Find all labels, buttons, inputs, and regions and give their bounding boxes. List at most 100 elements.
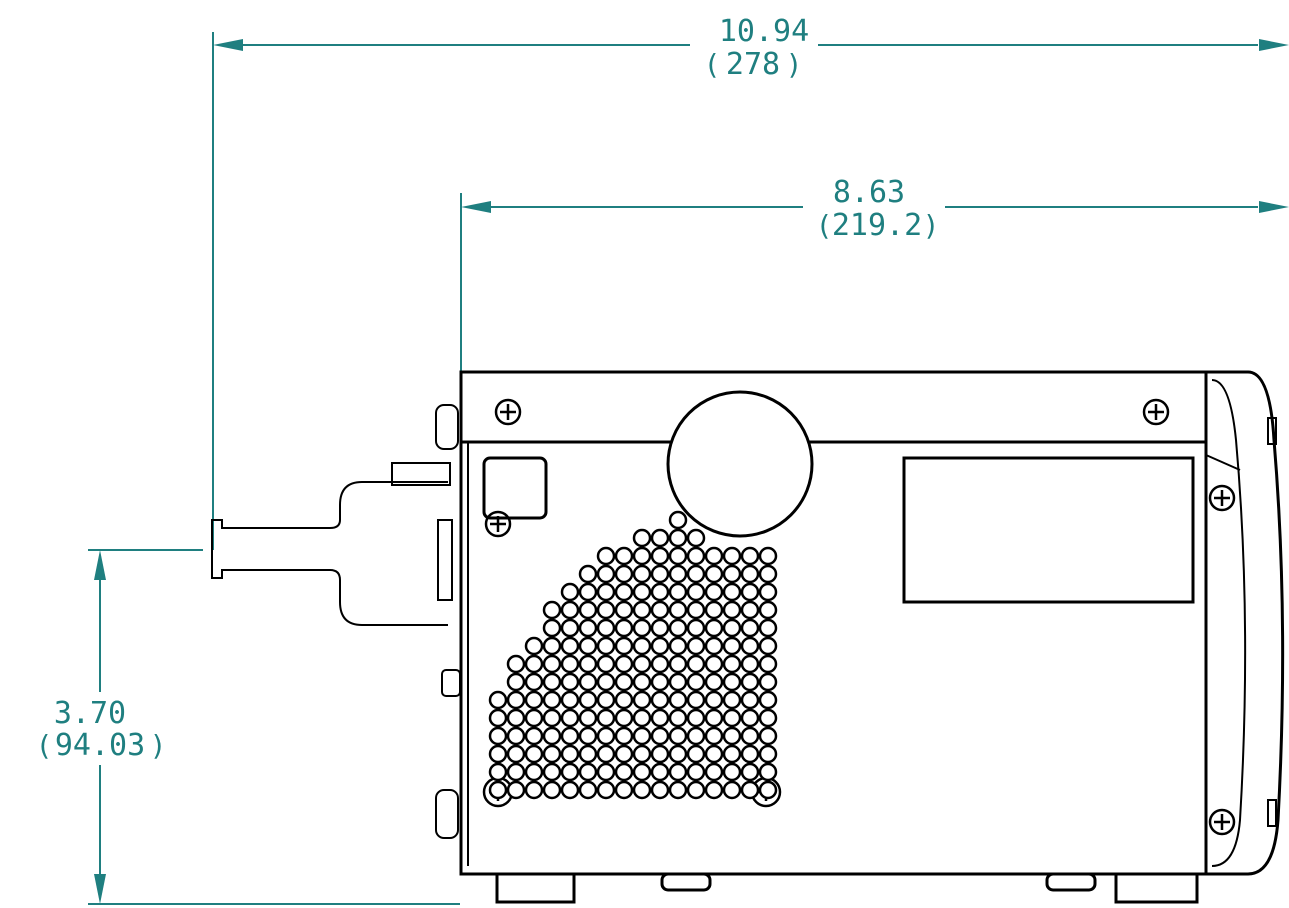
vent-hole bbox=[722, 744, 742, 764]
vent-hole bbox=[686, 744, 706, 764]
vent-hole bbox=[488, 708, 508, 728]
vent-hole bbox=[686, 726, 706, 746]
screw-port bbox=[484, 510, 512, 538]
vent-hole bbox=[686, 636, 706, 656]
vent-hole bbox=[632, 726, 652, 746]
vent-hole bbox=[524, 780, 544, 800]
vent-hole bbox=[632, 528, 652, 548]
vent-hole bbox=[614, 708, 634, 728]
vent-hole bbox=[740, 618, 760, 638]
dimension-body-width bbox=[460, 193, 1289, 372]
vent-hole bbox=[668, 762, 688, 782]
vent-hole bbox=[596, 708, 616, 728]
vent-hole bbox=[704, 564, 724, 584]
vent-hole bbox=[560, 582, 580, 602]
arrow-head-top bbox=[94, 550, 106, 580]
vent-hole bbox=[542, 600, 562, 620]
vent-hole bbox=[650, 528, 670, 548]
vent-hole bbox=[668, 744, 688, 764]
side-connector bbox=[391, 462, 451, 486]
vent-hole bbox=[542, 672, 562, 692]
vent-hole bbox=[704, 744, 724, 764]
height-close-paren: ) bbox=[150, 729, 167, 762]
vent-hole bbox=[704, 636, 724, 656]
vent-hole bbox=[614, 672, 634, 692]
vent-hole bbox=[542, 780, 562, 800]
vent-hole bbox=[614, 744, 634, 764]
vent-hole bbox=[506, 672, 526, 692]
height-mm: 94.03 bbox=[55, 728, 145, 763]
overall-width-mm: 278 bbox=[726, 47, 780, 82]
vent-hole bbox=[542, 708, 562, 728]
vent-hole bbox=[560, 654, 580, 674]
vent-hole bbox=[740, 600, 760, 620]
vent-hole bbox=[488, 726, 508, 746]
vent-hole bbox=[686, 780, 706, 800]
end-cap-tab-top bbox=[1267, 417, 1277, 445]
vent-hole bbox=[740, 708, 760, 728]
port-square bbox=[482, 456, 548, 520]
end-cap-inner bbox=[1211, 379, 1247, 867]
vent-hole bbox=[668, 654, 688, 674]
foot-mid-left bbox=[660, 872, 712, 892]
foot-right bbox=[1114, 872, 1199, 904]
vent-hole bbox=[668, 528, 688, 548]
vent-hole bbox=[740, 564, 760, 584]
vent-hole bbox=[686, 618, 706, 638]
height-inches: 3.70 bbox=[54, 696, 126, 731]
vent-hole bbox=[650, 780, 670, 800]
vent-hole bbox=[578, 780, 598, 800]
vent-hole bbox=[704, 690, 724, 710]
screw-top-right bbox=[1142, 398, 1170, 426]
vent-hole bbox=[668, 690, 688, 710]
vent-hole bbox=[632, 762, 652, 782]
body-width-open-paren: ( bbox=[816, 209, 833, 242]
side-knob-bottom bbox=[435, 789, 459, 839]
end-cap-tab-bottom bbox=[1267, 799, 1277, 827]
body-width-inches: 8.63 bbox=[833, 175, 905, 210]
vent-hole bbox=[722, 762, 742, 782]
vent-hole bbox=[722, 636, 742, 656]
vent-hole bbox=[650, 654, 670, 674]
vent-hole bbox=[614, 636, 634, 656]
vent-hole bbox=[632, 564, 652, 584]
vent-hole bbox=[740, 780, 760, 800]
vent-hole bbox=[524, 726, 544, 746]
vent-hole bbox=[614, 654, 634, 674]
vent-hole bbox=[524, 762, 544, 782]
vent-hole bbox=[722, 726, 742, 746]
arrow-head-right bbox=[1259, 39, 1289, 51]
vent-hole bbox=[614, 546, 634, 566]
vent-hole bbox=[524, 690, 544, 710]
vent-hole bbox=[632, 780, 652, 800]
vent-hole bbox=[686, 564, 706, 584]
vent-hole bbox=[506, 780, 526, 800]
vent-hole bbox=[686, 690, 706, 710]
vent-hole bbox=[722, 564, 742, 584]
vent-hole bbox=[596, 690, 616, 710]
vent-hole bbox=[740, 744, 760, 764]
vent-hole bbox=[686, 654, 706, 674]
vent-hole bbox=[668, 618, 688, 638]
vent-hole bbox=[578, 636, 598, 656]
dimension-height bbox=[88, 549, 460, 905]
vent-hole bbox=[578, 654, 598, 674]
vent-hole bbox=[668, 780, 688, 800]
vent-hole bbox=[758, 780, 778, 800]
display-window bbox=[902, 456, 1195, 604]
height-open-paren: ( bbox=[36, 729, 53, 762]
vent-hole bbox=[560, 726, 580, 746]
vent-hole bbox=[506, 762, 526, 782]
vent-hole bbox=[668, 600, 688, 620]
vent-hole bbox=[542, 744, 562, 764]
vent-hole bbox=[650, 636, 670, 656]
vent-hole bbox=[758, 600, 778, 620]
vent-hole-grid bbox=[488, 510, 778, 800]
vent-hole bbox=[758, 546, 778, 566]
vent-hole bbox=[614, 690, 634, 710]
vent-hole bbox=[632, 546, 652, 566]
vent-hole bbox=[596, 726, 616, 746]
vent-hole bbox=[650, 582, 670, 602]
vent-hole bbox=[632, 636, 652, 656]
